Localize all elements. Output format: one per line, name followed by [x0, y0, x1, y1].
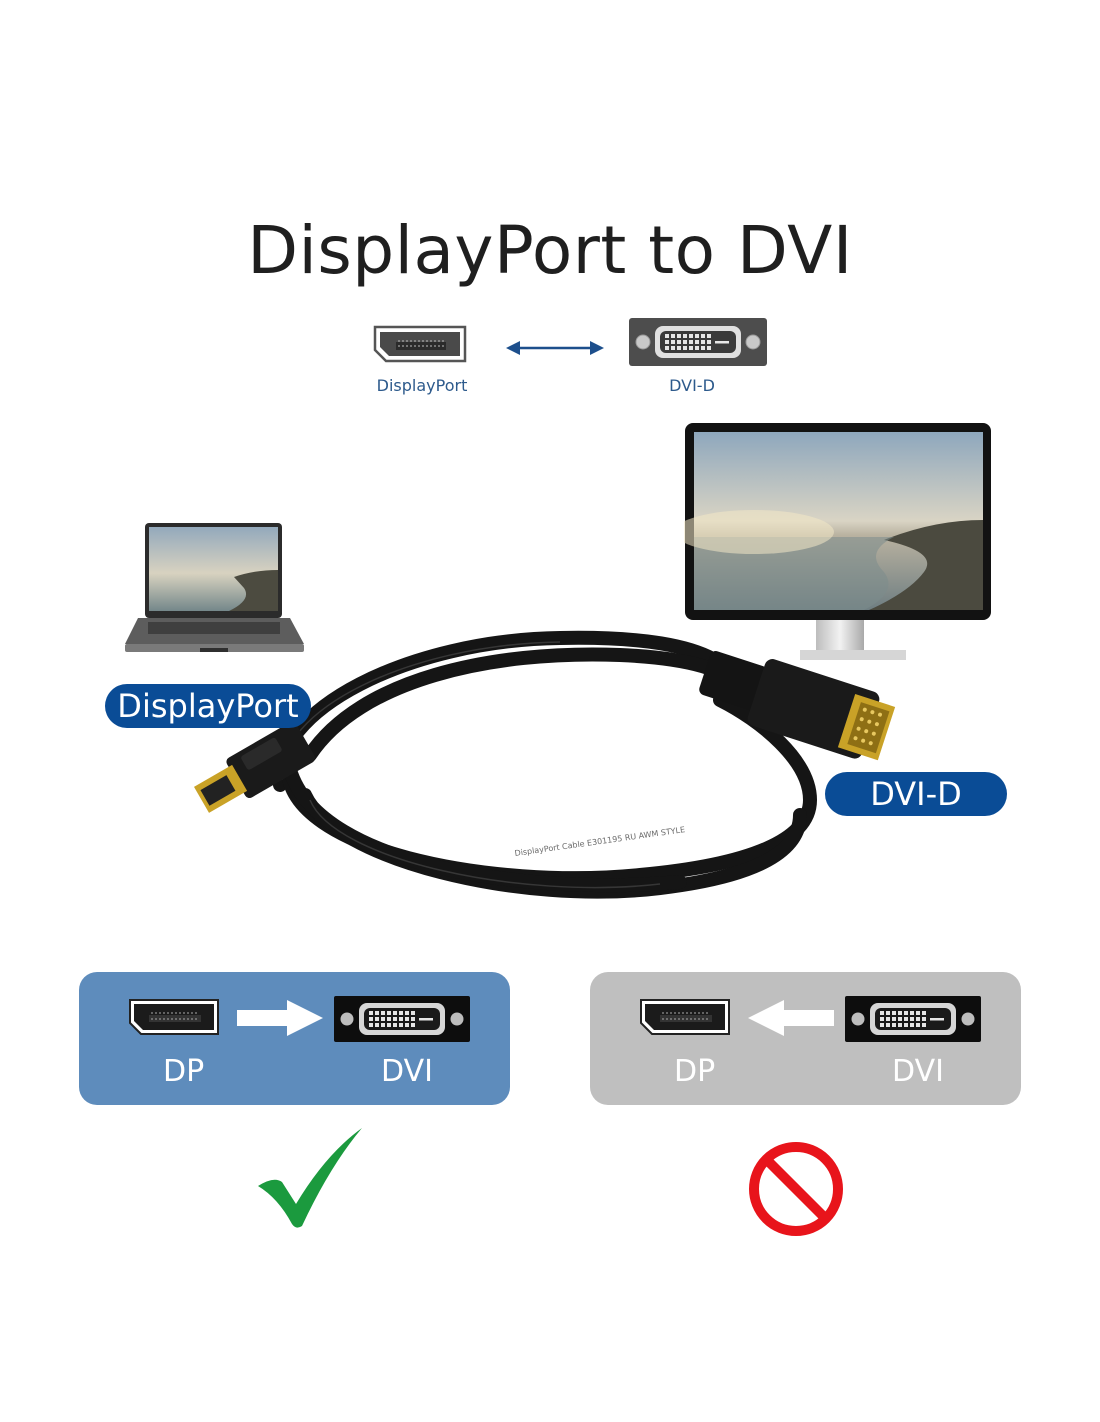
left-arrow-icon [748, 1000, 834, 1036]
bidirectional-arrow-icon [506, 339, 604, 357]
dvi-label: DVI [892, 1054, 944, 1089]
right-arrow-icon [237, 1000, 323, 1036]
compat-panel-dp-to-dvi: DP DVI [79, 972, 510, 1105]
laptop-icon [124, 522, 306, 656]
cable-print-text: DisplayPort Cable E301195 RU AWM STYLE [514, 825, 686, 858]
page-title: DisplayPort to DVI [247, 212, 853, 289]
checkmark-icon [256, 1126, 364, 1230]
dvi-d-port-icon [629, 318, 767, 366]
displayport-port-icon [372, 324, 468, 364]
dvi-label: DVI [381, 1054, 433, 1089]
prohibited-icon [747, 1140, 845, 1238]
dvi-port-icon [845, 996, 981, 1042]
dp-label: DP [674, 1054, 716, 1089]
dvi-port-icon [334, 996, 470, 1042]
monitor-icon [684, 422, 994, 668]
displayport-badge: DisplayPort [105, 684, 311, 728]
dvi-d-label: DVI-D [669, 376, 715, 395]
compat-panel-dvi-to-dp: DP DVI [590, 972, 1021, 1105]
displayport-to-dvi-cable-image: DisplayPort Cable E301195 RU AWM STYLE [160, 620, 920, 910]
displayport-label: DisplayPort [376, 376, 468, 395]
displayport-port-icon [127, 997, 221, 1037]
dvi-d-badge: DVI-D [825, 772, 1007, 816]
dp-label: DP [163, 1054, 205, 1089]
displayport-port-icon [638, 997, 732, 1037]
